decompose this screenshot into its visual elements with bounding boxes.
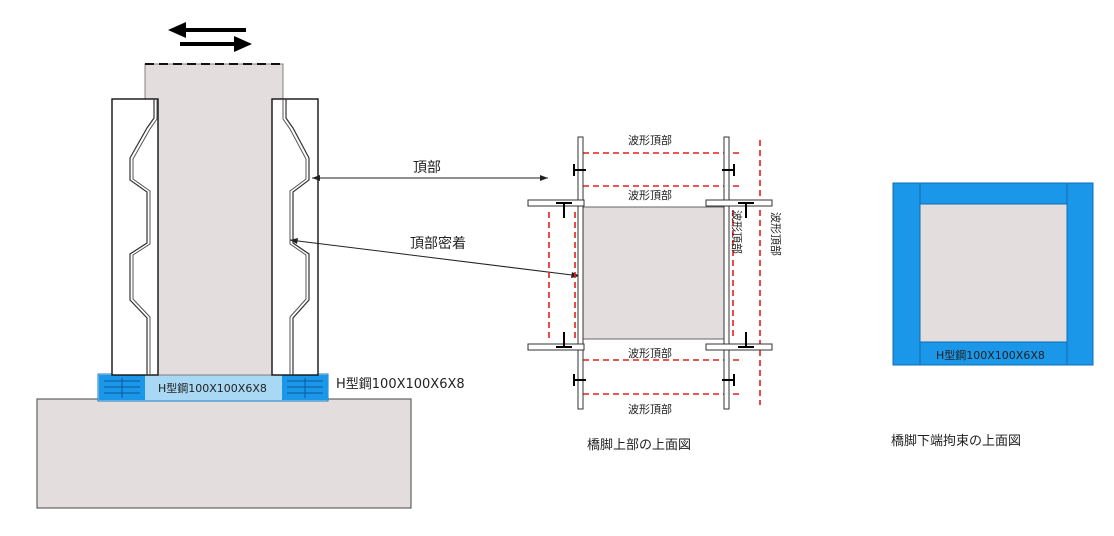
pier-column [144,63,284,376]
plan-steel-plates [577,136,730,410]
restraint-beam-left [892,182,921,366]
steel-jacket-right [271,98,319,376]
h-beam-inner-label: H型鋼100X100X6X8 [158,381,267,395]
restraint-core-square [915,198,1069,352]
restraint-beam-right [1066,182,1094,366]
caption-bottom-plan: 橋脚下端拘束の上面図 [891,433,1021,449]
corrugation-dashed-lines [548,140,761,405]
corrugated-top-label-4: 波形頂部 [628,402,672,416]
foundation-block [36,398,412,509]
bidirectional-horizontal-arrows-icon [168,22,252,52]
corrugated-top-label-2: 波形頂部 [628,188,672,202]
bottom-restraint-plan: H型鋼100X100X6X8 [892,182,1094,366]
h-beam-plan-label: H型鋼100X100X6X8 [936,348,1045,362]
leader-lines [289,175,581,278]
corrugated-top-label-3: 波形頂部 [628,346,672,360]
caption-top-plan: 橋脚上部の上面図 [587,437,691,453]
plan-bolts [556,164,754,386]
elevation-view: H型鋼100X100X6X8 H型鋼100X100X6X8 [36,22,465,509]
h-beam-section-left [99,375,145,400]
top-label: 頂部 [413,160,441,176]
top-contact-label: 頂部密着 [410,235,466,252]
restraint-beam-top [915,182,1069,205]
corrugated-top-label-v1: 波形頂部 [730,210,744,254]
corrugated-top-label-v2: 波形頂部 [769,212,783,256]
top-plan-view: 波形頂部 波形頂部 波形頂部 波形頂部 波形頂部 波形頂部 [527,133,783,416]
plan-core-square [580,206,730,340]
corrugated-top-label-1: 波形頂部 [628,133,672,147]
h-beam-outer-label: H型鋼100X100X6X8 [336,377,465,392]
steel-jacket-left [111,98,159,376]
h-beam-section-right [282,375,328,400]
